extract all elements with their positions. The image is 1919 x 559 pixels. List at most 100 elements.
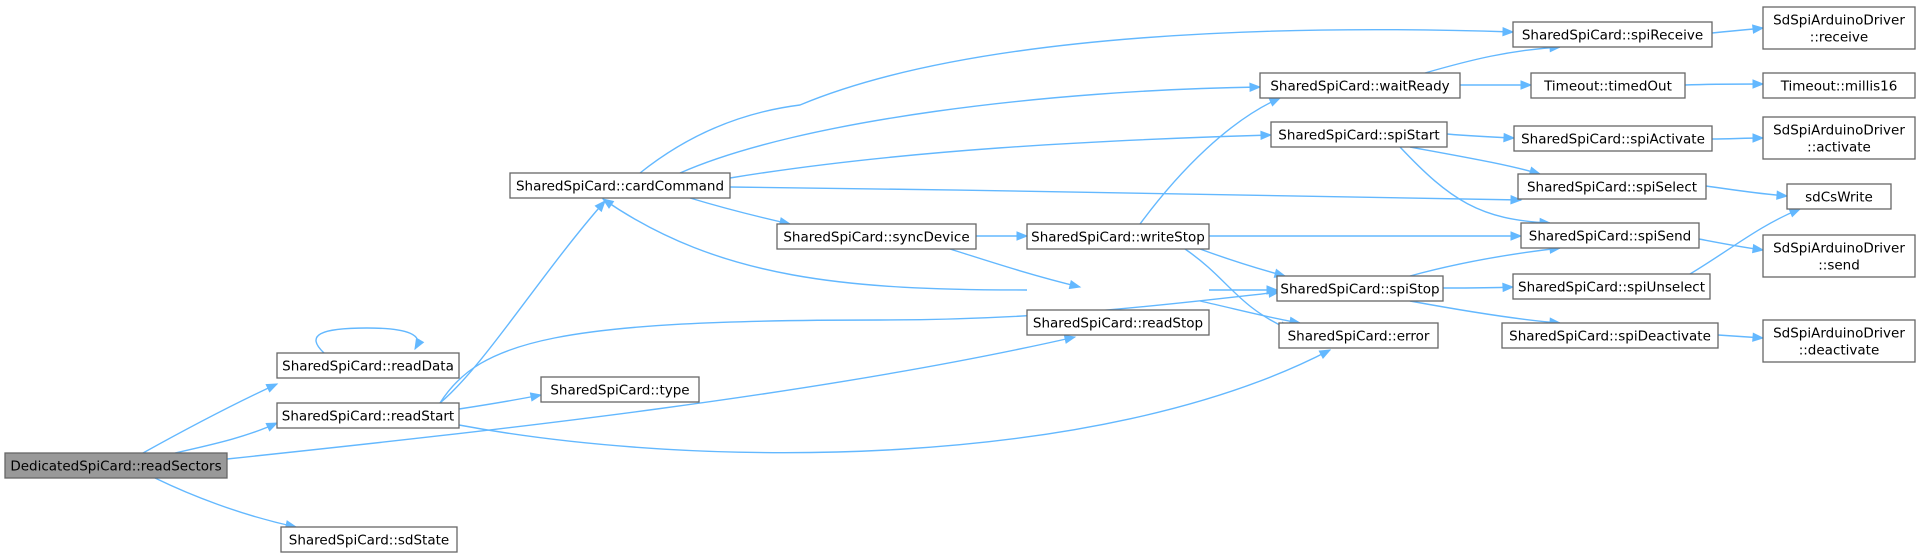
node-box [1512, 21, 1713, 48]
node-readSectors[interactable]: DedicatedSpiCard::readSectors [4, 452, 228, 479]
node-deactivate[interactable]: SdSpiArduinoDriver::deactivate [1762, 319, 1916, 363]
edge-line [1689, 208, 1801, 275]
node-box [276, 352, 460, 379]
edge-line [458, 394, 542, 410]
edge-line [1409, 247, 1561, 277]
node-label: SharedSpiCard::spiActivate [1521, 132, 1705, 148]
edge-spiStop-to-spiUnselect [1442, 282, 1515, 293]
node-type[interactable]: SharedSpiCard::type [540, 376, 700, 403]
node-readData[interactable]: SharedSpiCard::readData [276, 352, 460, 379]
node-spiStop[interactable]: SharedSpiCard::spiStop [1276, 275, 1444, 302]
edge-line [949, 248, 1081, 288]
arrowhead [1510, 231, 1523, 241]
edge-line [1424, 46, 1561, 74]
node-send[interactable]: SdSpiArduinoDriver::send [1762, 234, 1916, 278]
node-box [776, 223, 977, 250]
node-label: SharedSpiCard::spiStart [1278, 128, 1439, 144]
node-label: ::deactivate [1799, 343, 1880, 359]
node-box [1762, 234, 1916, 278]
edge-cardCommand-to-syncDevice [689, 197, 792, 227]
arrowhead [1752, 24, 1765, 34]
edge-readStop-to-error [1199, 300, 1302, 326]
node-waitReady[interactable]: SharedSpiCard::waitReady [1259, 72, 1461, 99]
node-timedOut[interactable]: Timeout::timedOut [1530, 72, 1686, 99]
node-sdState[interactable]: SharedSpiCard::sdState [280, 526, 458, 553]
edge-waitReady-to-timedOut [1460, 80, 1533, 90]
arrowhead [1752, 79, 1765, 89]
edge-spiStart-to-spiActivate [1446, 132, 1516, 143]
edge-line [679, 86, 1261, 174]
node-readStart[interactable]: SharedSpiCard::readStart [276, 402, 460, 429]
node-label: Timeout::millis16 [1780, 79, 1898, 95]
node-cardCommand[interactable]: SharedSpiCard::cardCommand [509, 172, 731, 199]
node-box [1278, 322, 1439, 349]
arrowhead [414, 337, 425, 351]
node-label: SharedSpiCard::readStop [1033, 316, 1203, 332]
edge-spiStop-to-spiSend [1409, 244, 1562, 277]
edge-timedOut-to-millis16 [1684, 79, 1765, 89]
edge-line [1705, 185, 1788, 197]
node-spiStart[interactable]: SharedSpiCard::spiStart [1270, 121, 1448, 148]
edge-line [439, 200, 606, 404]
edge-readSectors-to-readData [142, 383, 279, 454]
node-readStop[interactable]: SharedSpiCard::readStop [1026, 309, 1210, 336]
node-spiSelect[interactable]: SharedSpiCard::spiSelect [1517, 173, 1707, 200]
node-label: SharedSpiCard::syncDevice [783, 230, 969, 246]
node-box [1762, 72, 1916, 99]
node-spiSend[interactable]: SharedSpiCard::spiSend [1520, 222, 1700, 249]
arrowhead [1502, 26, 1515, 37]
arrowhead [1520, 80, 1533, 90]
edge-line [1184, 248, 1291, 331]
arrowhead [1063, 334, 1077, 344]
edge-line [154, 477, 297, 528]
arrowhead [265, 383, 279, 393]
node-box [1501, 322, 1719, 349]
node-error[interactable]: SharedSpiCard::error [1278, 322, 1439, 349]
node-label: ::receive [1810, 30, 1868, 46]
arrowhead [1318, 349, 1332, 359]
node-label: SdSpiArduinoDriver [1773, 123, 1905, 139]
node-label: SharedSpiCard::readStart [282, 409, 454, 425]
edge-spiSend-to-send [1698, 238, 1765, 254]
node-spiReceive[interactable]: SharedSpiCard::spiReceive [1512, 21, 1713, 48]
arrowhead [1266, 285, 1279, 295]
arrowhead [601, 198, 615, 209]
edge-readStart-to-error [458, 349, 1332, 454]
node-writeStop[interactable]: SharedSpiCard::writeStop [1026, 223, 1210, 250]
node-syncDevice[interactable]: SharedSpiCard::syncDevice [776, 223, 977, 250]
edge-writeStop-to-spiSend [1209, 231, 1523, 241]
edge-spiUnselect-to-sdCsWrite [1689, 208, 1802, 275]
node-millis16[interactable]: Timeout::millis16 [1762, 72, 1916, 99]
edge-readSectors-to-readStop [226, 334, 1077, 460]
node-label: SharedSpiCard::type [550, 383, 689, 399]
node-box [1026, 309, 1210, 336]
edge-line [1399, 146, 1551, 224]
arrowhead [1503, 132, 1516, 143]
node-label: SharedSpiCard::readData [282, 359, 454, 375]
node-receive[interactable]: SdSpiArduinoDriver::receive [1762, 6, 1916, 50]
node-label: ::activate [1807, 140, 1871, 156]
arrowhead [1752, 332, 1765, 342]
arrowhead [1502, 282, 1515, 293]
node-label: SdSpiArduinoDriver [1773, 13, 1905, 29]
node-spiActivate[interactable]: SharedSpiCard::spiActivate [1513, 125, 1713, 152]
node-box [280, 526, 458, 553]
call-graph-edges [142, 24, 1802, 530]
node-spiDeactivate[interactable]: SharedSpiCard::spiDeactivate [1501, 322, 1719, 349]
edge-line [226, 336, 1076, 460]
node-box [509, 172, 731, 199]
node-box [1026, 223, 1210, 250]
node-activate[interactable]: SdSpiArduinoDriver::activate [1762, 116, 1916, 160]
node-label: SharedSpiCard::waitReady [1270, 79, 1449, 95]
edge-cardCommand-to-spiSend [729, 186, 1523, 205]
edge-spiReceive-to-receive [1711, 24, 1765, 34]
node-label: SharedSpiCard::spiUnselect [1518, 280, 1705, 296]
node-label: SharedSpiCard::spiStop [1280, 282, 1439, 298]
node-sdCsWrite[interactable]: sdCsWrite [1786, 183, 1892, 210]
edge-line [439, 291, 1280, 404]
node-spiUnselect[interactable]: SharedSpiCard::spiUnselect [1512, 273, 1711, 300]
call-graph-nodes: DedicatedSpiCard::readSectorsSharedSpiCa… [4, 6, 1916, 553]
node-label: SharedSpiCard::sdState [289, 533, 449, 549]
edge-readStart-to-cardCommand [439, 199, 606, 404]
edge-waitReady-to-spiReceive [1424, 42, 1562, 74]
